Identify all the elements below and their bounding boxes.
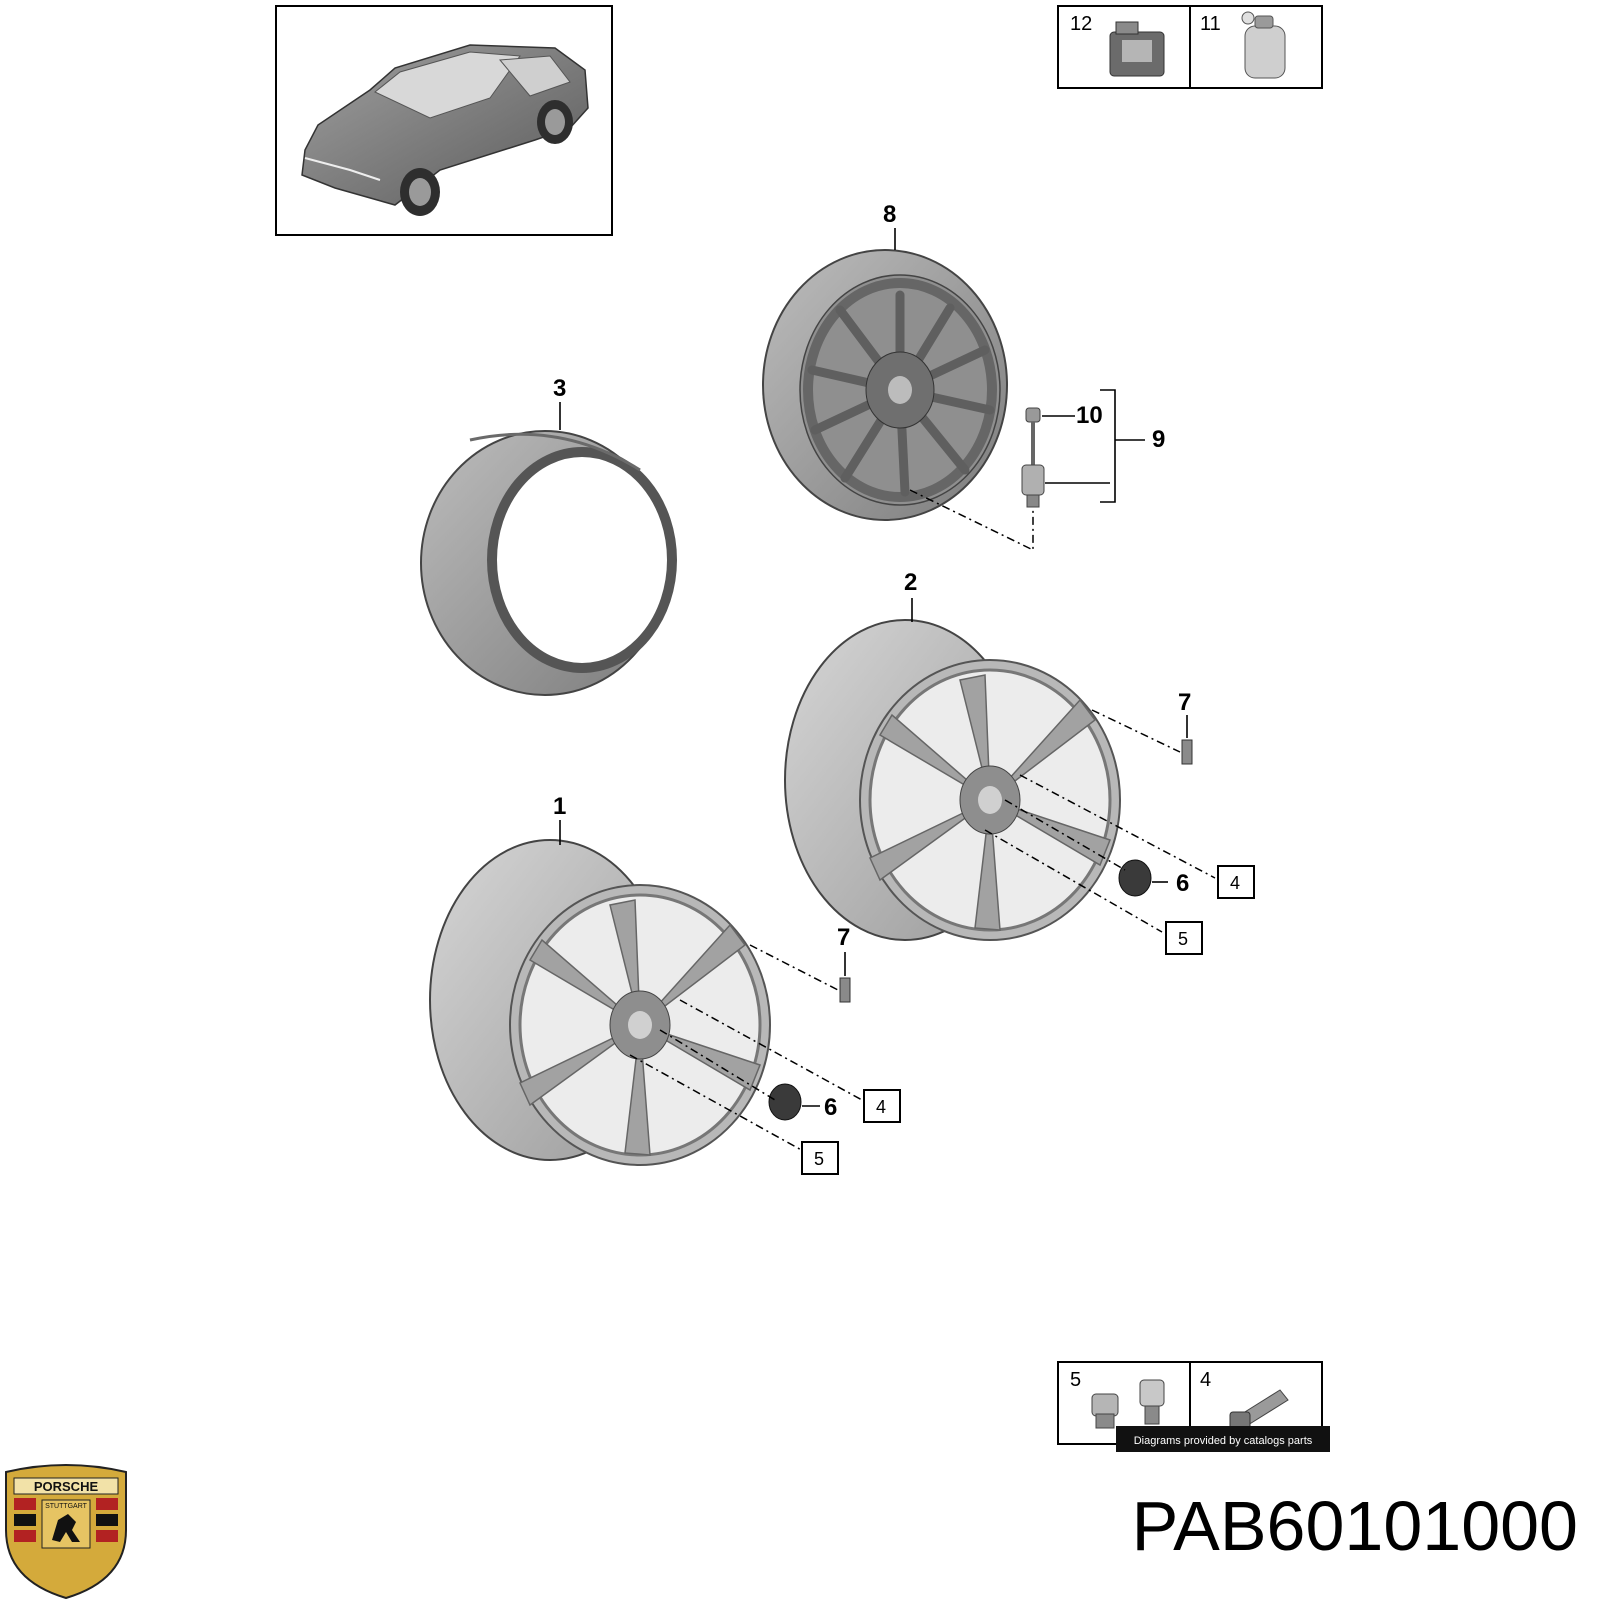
callout-2: 2 xyxy=(904,569,917,596)
svg-text:5: 5 xyxy=(1178,929,1188,949)
callout-7-upper: 7 xyxy=(1178,689,1191,716)
car-illustration xyxy=(301,44,589,216)
callout-6-upper: 6 xyxy=(1176,870,1189,897)
callout-10: 10 xyxy=(1076,402,1103,429)
boxed-label-4-lower: 4 xyxy=(863,1089,901,1123)
inset-top: 12 11 xyxy=(1057,5,1323,89)
logo-brand-text: PORSCHE xyxy=(34,1479,99,1494)
horse-icon xyxy=(52,1514,80,1542)
svg-text:4: 4 xyxy=(1230,873,1240,893)
tool-kit-icon xyxy=(1109,21,1165,77)
inset-label-5: 5 xyxy=(1070,1369,1081,1391)
logo-city-text: STUTTGART xyxy=(45,1503,88,1510)
inset-label-12: 12 xyxy=(1070,13,1092,35)
callout-6-lower: 6 xyxy=(824,1094,837,1121)
lock-bolt-icon xyxy=(1091,1379,1165,1429)
inset-label-4: 4 xyxy=(1200,1369,1211,1391)
inset-label-11: 11 xyxy=(1200,13,1221,35)
balance-weight-upper xyxy=(1181,739,1193,765)
part-number: PAB60101000 xyxy=(1132,1487,1578,1565)
part-8-complete-wheel xyxy=(762,249,1008,521)
callout-8: 8 xyxy=(883,201,896,228)
credit-text: Diagrams provided by catalogs parts xyxy=(1134,1435,1313,1447)
sealant-bottle-icon xyxy=(1241,11,1286,79)
tire-pressure-sensor xyxy=(1021,407,1045,508)
callout-7-lower: 7 xyxy=(837,924,850,951)
svg-text:4: 4 xyxy=(876,1097,886,1117)
svg-text:5: 5 xyxy=(814,1149,824,1169)
balance-weight-lower xyxy=(839,977,851,1003)
part-2-rim xyxy=(784,619,1121,941)
boxed-label-5-upper: 5 xyxy=(1165,921,1203,955)
part-3-tire xyxy=(420,430,677,696)
part-1-rim xyxy=(429,839,771,1166)
credit-banner xyxy=(1116,1426,1330,1452)
callout-3: 3 xyxy=(553,375,566,402)
callout-1: 1 xyxy=(553,793,566,820)
boxed-label-5-lower: 5 xyxy=(801,1141,839,1175)
inset-bottom: 5 4 Diagrams provided by catalogs parts xyxy=(1057,1361,1330,1452)
center-cap-upper xyxy=(1118,859,1152,897)
vehicle-overview xyxy=(275,5,613,236)
boxed-label-4-upper: 4 xyxy=(1217,865,1255,899)
callout-9: 9 xyxy=(1152,426,1165,453)
porsche-crest-logo: PORSCHE STUTTGART xyxy=(5,1464,127,1600)
wheel-bolt-icon xyxy=(1229,1389,1289,1431)
center-cap-lower xyxy=(768,1083,802,1121)
